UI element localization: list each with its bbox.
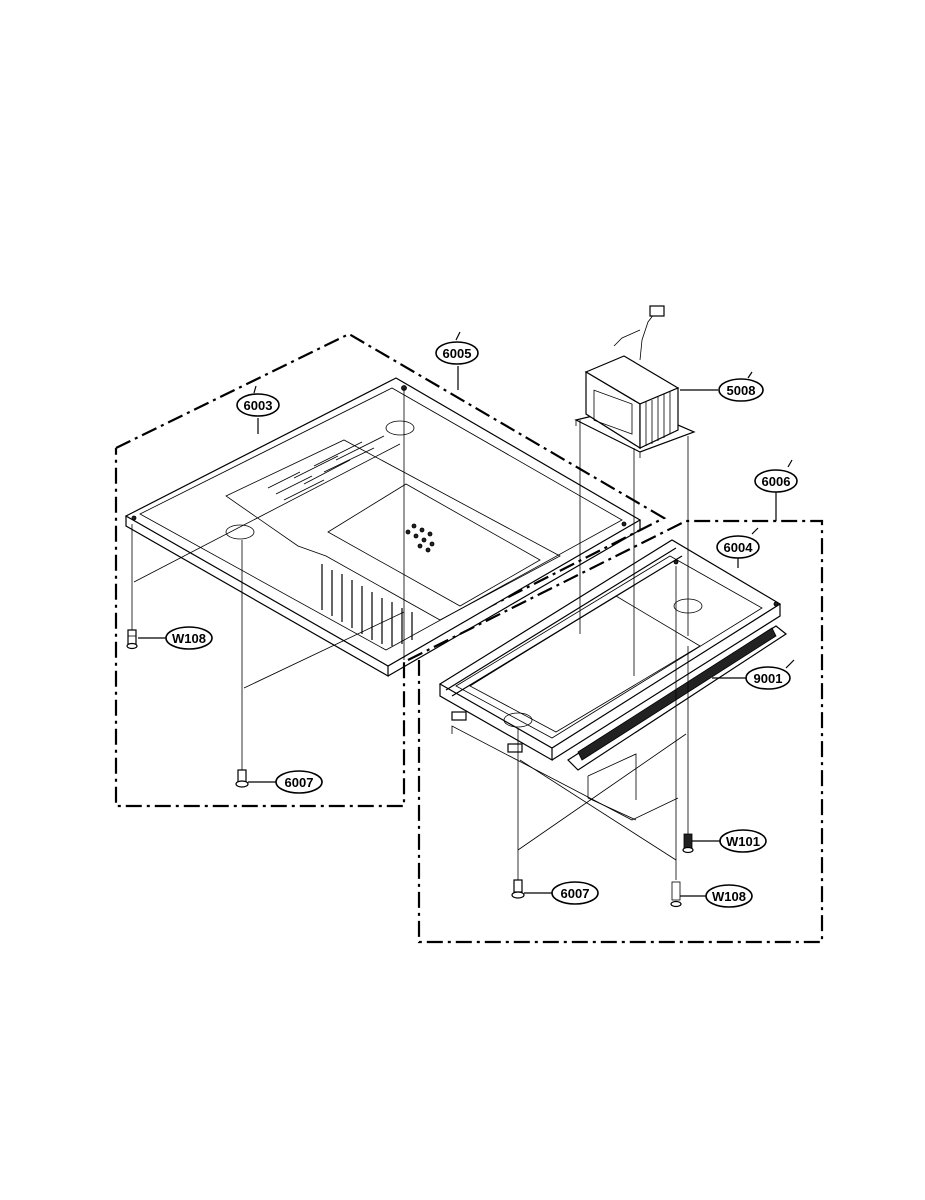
base-plate-6003 bbox=[124, 377, 642, 678]
label-9001: 9001 bbox=[745, 666, 791, 690]
label-w108-right-text: W108 bbox=[712, 889, 746, 904]
transformer-lamination-lines bbox=[645, 392, 671, 446]
label-6006-text: 6006 bbox=[762, 474, 791, 489]
label-5008-text: 5008 bbox=[727, 383, 756, 398]
transformer-5008 bbox=[574, 305, 696, 458]
bracket-6004 bbox=[438, 539, 782, 762]
screw-w108-right bbox=[670, 881, 682, 908]
label-6005: 6005 bbox=[435, 341, 479, 365]
label-w108-left-text: W108 bbox=[172, 631, 206, 646]
label-6004-text: 6004 bbox=[724, 540, 754, 555]
projection-lines bbox=[131, 388, 689, 880]
label-6007-right: 6007 bbox=[551, 881, 599, 905]
vent-grille-side bbox=[321, 564, 413, 646]
label-6003-text: 6003 bbox=[244, 398, 273, 413]
label-6007-left-text: 6007 bbox=[285, 775, 314, 790]
screw-w108-left bbox=[126, 629, 138, 650]
screw-6007-right bbox=[511, 879, 525, 899]
vent-slots-top bbox=[267, 435, 385, 501]
insulator-strip-9001 bbox=[567, 625, 788, 771]
dot-grid bbox=[405, 523, 435, 553]
label-w101: W101 bbox=[719, 829, 767, 853]
leader-lines bbox=[138, 331, 795, 897]
label-9001-text: 9001 bbox=[754, 671, 783, 686]
screw-6007-left bbox=[235, 769, 249, 788]
label-6003: 6003 bbox=[236, 393, 280, 417]
label-6007-right-text: 6007 bbox=[561, 886, 590, 901]
label-w108-left: W108 bbox=[165, 626, 213, 650]
label-w101-text: W101 bbox=[726, 834, 760, 849]
label-6005-text: 6005 bbox=[443, 346, 472, 361]
label-6007-left: 6007 bbox=[275, 770, 323, 794]
right-assembly-boundary bbox=[407, 519, 824, 944]
screw-w101 bbox=[682, 833, 694, 854]
label-6004: 6004 bbox=[716, 535, 760, 559]
label-w108-right: W108 bbox=[705, 884, 753, 908]
label-5008: 5008 bbox=[718, 378, 764, 402]
label-6006: 6006 bbox=[754, 469, 798, 493]
